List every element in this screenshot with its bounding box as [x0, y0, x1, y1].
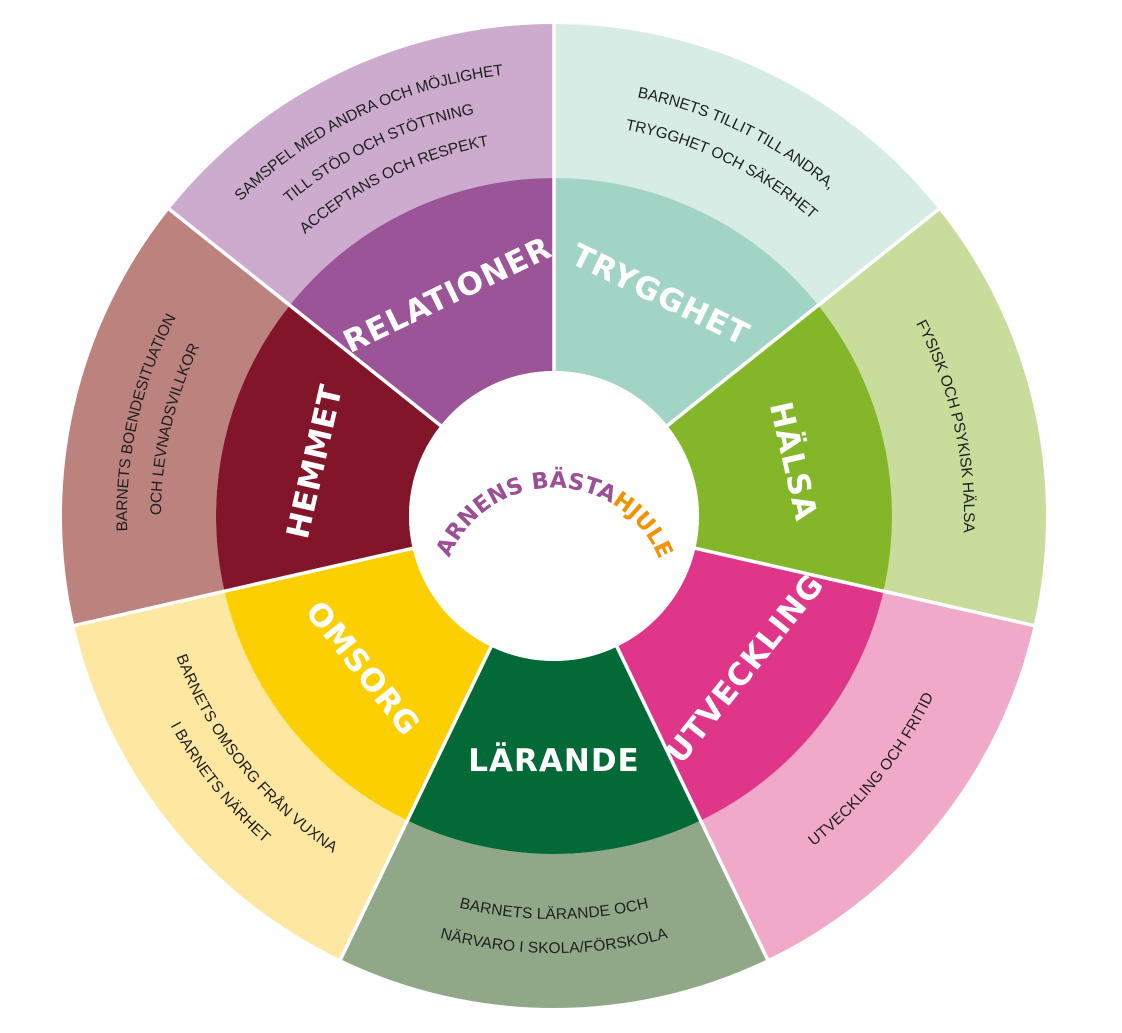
sector-divider: [338, 641, 495, 962]
sector-relationer-inner-ring: [289, 178, 554, 426]
sector-omsorg-outer-ring: [74, 591, 408, 960]
sector-hemmet-inner-ring: [215, 305, 441, 592]
sector-halsa-outer-ring: [818, 209, 1046, 626]
sector-hemmet-outer-ring: [62, 209, 290, 626]
sector-larande-inner-ring: [407, 646, 701, 855]
sector-utveckling-inner-ring: [616, 548, 884, 821]
sector-relationer-outer-ring: [169, 24, 554, 306]
sector-trygghet-inner-ring: [554, 178, 819, 426]
sector-divider: [613, 641, 770, 962]
sector-trygghet-outer-ring: [554, 24, 939, 306]
sector-divider: [662, 206, 942, 431]
sector-halsa-inner-ring: [667, 305, 893, 592]
sector-utveckling-outer-ring: [700, 591, 1034, 960]
sector-omsorg-inner-ring: [224, 548, 492, 821]
sector-divider: [72, 545, 418, 628]
sector-divider: [166, 206, 446, 431]
sector-larande-outer-ring: [340, 820, 768, 1009]
sector-divider: [690, 545, 1036, 628]
hub-circle: [409, 371, 699, 661]
sector-larande-label: LÄRANDE: [468, 743, 639, 779]
